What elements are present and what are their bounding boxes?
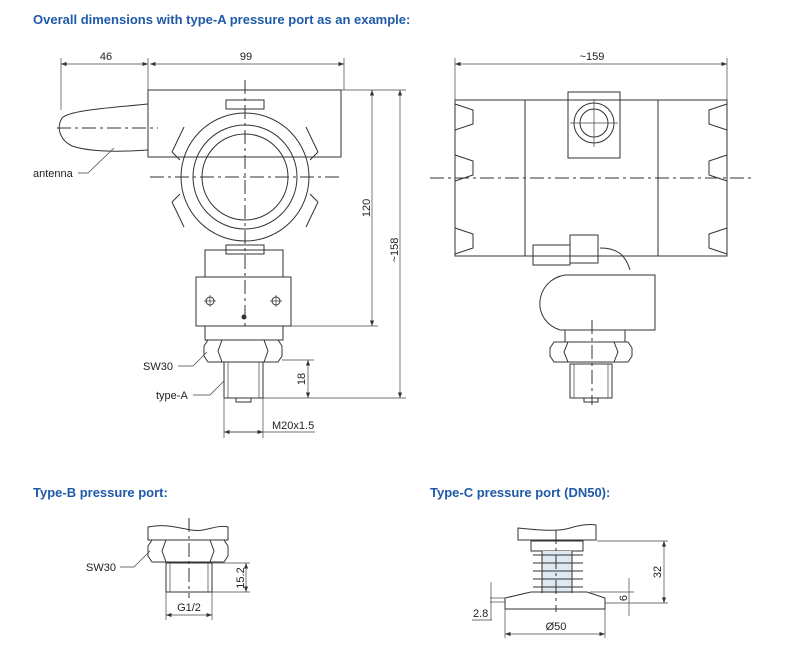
dim-18: 18 bbox=[296, 373, 308, 385]
type-b-label-sw30: SW30 bbox=[86, 562, 116, 574]
label-type-a: type-A bbox=[156, 390, 188, 402]
dim-15-2: 15.2 bbox=[235, 567, 247, 588]
label-sw30: SW30 bbox=[143, 361, 173, 373]
dim-6: 6 bbox=[618, 595, 630, 601]
type-b-view: SW30 15.2 G1/2 bbox=[86, 518, 250, 620]
dim-m20: M20x1.5 bbox=[272, 420, 314, 432]
dim-120: 120 bbox=[361, 199, 373, 217]
dim-46: 46 bbox=[100, 51, 112, 63]
dim-159: ~159 bbox=[580, 51, 605, 63]
dim-99: 99 bbox=[240, 51, 252, 63]
dim-2-8: 2.8 bbox=[473, 608, 488, 620]
dim-158: ~158 bbox=[389, 238, 401, 263]
front-view: 46 99 bbox=[33, 51, 406, 438]
side-view: ~159 bbox=[430, 51, 752, 405]
dim-32: 32 bbox=[652, 566, 664, 578]
type-b-title: Type-B pressure port: bbox=[33, 485, 168, 500]
dim-g1-2: G1/2 bbox=[177, 602, 201, 614]
type-c-view: 32 6 2.8 Ø50 bbox=[472, 524, 668, 638]
type-c-title: Type-C pressure port (DN50): bbox=[430, 485, 611, 500]
label-antenna: antenna bbox=[33, 168, 74, 180]
main-title: Overall dimensions with type-A pressure … bbox=[33, 12, 411, 27]
dim-diameter-50: Ø50 bbox=[546, 621, 567, 633]
